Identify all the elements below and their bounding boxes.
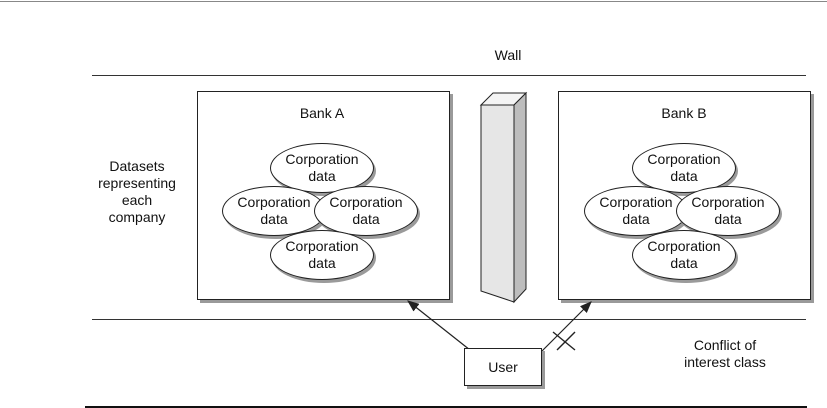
dataset-line2: data	[308, 168, 336, 184]
wall-boundary-line-top	[92, 75, 806, 76]
conflict-label-line: Conflict of	[693, 337, 757, 353]
conflict-of-interest-label: Conflict of interest class	[650, 337, 800, 371]
wall-pillar-front	[480, 104, 515, 303]
datasets-label-line: company	[108, 209, 166, 225]
dataset-line1: Corporation	[285, 151, 359, 167]
dataset-line2: data	[308, 255, 336, 271]
dataset-line2: data	[260, 211, 288, 227]
denied-cross-icon	[552, 331, 576, 351]
dataset-line2: data	[670, 168, 698, 184]
bank-a-title: Bank A	[299, 105, 345, 121]
top-rule	[0, 1, 827, 2]
datasets-label: Datasets representing each company	[92, 158, 182, 226]
wall-pillar	[479, 91, 528, 304]
bank-b-dataset-ellipse-bottom: Corporation data	[632, 230, 736, 280]
access-arrow-bank-b	[540, 301, 592, 353]
dataset-line2: data	[670, 255, 698, 271]
wall-boundary-line-bottom	[92, 319, 806, 320]
datasets-label-line: each	[121, 192, 153, 208]
dataset-line2: data	[352, 211, 380, 227]
bank-a-dataset-ellipse-left: Corporation data	[222, 186, 326, 236]
dataset-line1: Corporation	[647, 238, 721, 254]
bank-a-dataset-ellipse-bottom: Corporation data	[270, 230, 374, 280]
bank-b-dataset-ellipse-top: Corporation data	[632, 143, 736, 193]
user-box: User	[464, 348, 542, 386]
dataset-line1: Corporation	[285, 238, 359, 254]
dataset-line1: Corporation	[647, 151, 721, 167]
datasets-label-line: representing	[98, 175, 176, 191]
wall-label: Wall	[494, 47, 522, 63]
bank-b-title: Bank B	[661, 105, 707, 121]
conflict-label-line: interest class	[684, 354, 766, 370]
bank-b-dataset-ellipse-left: Corporation data	[584, 186, 688, 236]
access-arrow-bank-a	[407, 300, 471, 351]
dataset-line2: data	[714, 211, 742, 227]
wall-pillar-top	[479, 92, 528, 106]
dataset-line1: Corporation	[691, 194, 765, 210]
bank-a-dataset-ellipse-right: Corporation data	[314, 186, 418, 236]
datasets-label-line: Datasets	[109, 158, 165, 174]
bank-b-dataset-ellipse-right: Corporation data	[676, 186, 780, 236]
dataset-line1: Corporation	[329, 194, 403, 210]
dataset-line1: Corporation	[237, 194, 311, 210]
wall-pillar-side	[513, 91, 527, 304]
bank-a-dataset-ellipse-top: Corporation data	[270, 143, 374, 193]
dataset-line2: data	[622, 211, 650, 227]
bottom-rule	[85, 406, 807, 408]
dataset-line1: Corporation	[599, 194, 673, 210]
